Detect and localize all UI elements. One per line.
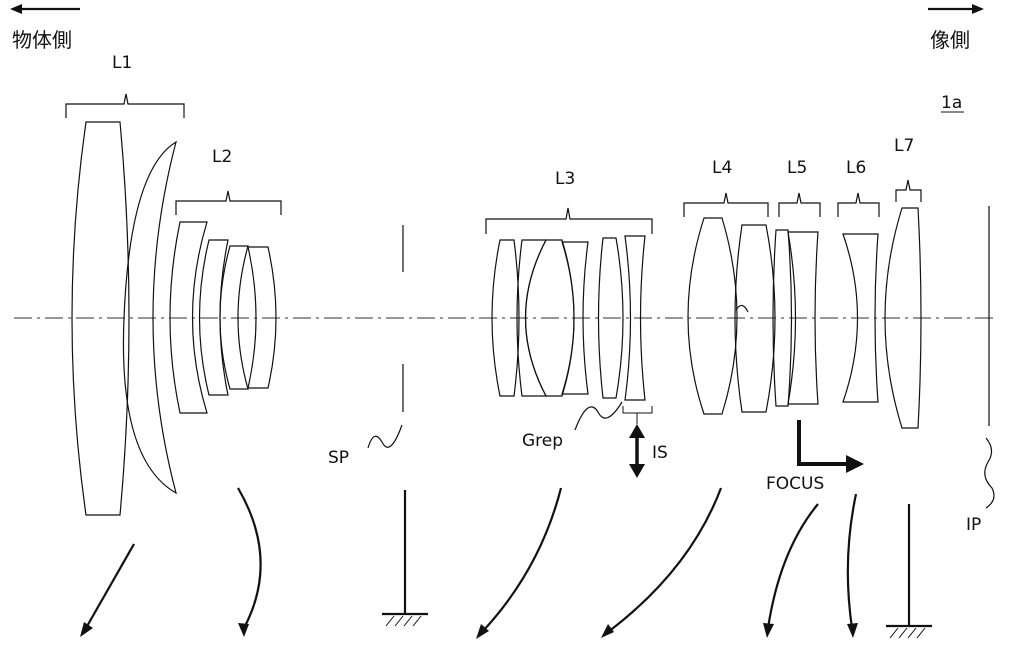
grep-label: Grep [522, 431, 563, 451]
lens-group-L4 [687, 217, 776, 415]
lens-L7-element-1 [884, 207, 922, 429]
image-side-arrow [928, 4, 984, 14]
bracket-L4 [683, 192, 769, 217]
lens-group-L3 [491, 235, 646, 401]
object-side-arrow [10, 4, 80, 14]
sp-leader [367, 424, 403, 449]
lens-L3-element-4 [561, 241, 589, 395]
trajectory-L2 [237, 487, 262, 629]
lens-L1-element-1 [71, 121, 130, 516]
lens-group-L2 [169, 221, 277, 414]
object-side-label: 物体側 [12, 28, 72, 52]
lens-L6-element-1 [842, 233, 879, 403]
sp-label: SP [328, 448, 349, 468]
bracket-L7 [895, 179, 922, 202]
trajectory-L3 [481, 487, 563, 633]
ip-label: IP [966, 515, 981, 535]
fixed-ground-L7 [886, 504, 932, 639]
focus-arrow [797, 420, 864, 473]
bracket-L3 [485, 207, 653, 234]
lens-L2-element-3 [219, 245, 249, 390]
movement-trajectories [80, 487, 858, 639]
lens-L2-element-1 [169, 221, 208, 414]
lens-L2-element-2 [198, 239, 229, 396]
group-label-L2: L2 [212, 147, 232, 167]
group-label-L5: L5 [787, 158, 807, 178]
figure-id-label: 1a [941, 93, 962, 113]
bracket-L6 [837, 192, 880, 217]
group-label-L1: L1 [112, 53, 132, 73]
trajectory-L5 [766, 503, 819, 629]
image-side-label: 像側 [930, 28, 970, 52]
lens-group-L5 [772, 229, 819, 407]
trajectory-L4 [607, 487, 723, 633]
lens-L3-element-5 [597, 237, 624, 399]
lens-L4-element-1 [687, 217, 738, 415]
bracket-L5 [778, 192, 821, 217]
focus-label: FOCUS [766, 474, 824, 494]
lens-L5-element-1 [772, 229, 793, 407]
trajectory-L1 [85, 543, 135, 629]
bracket-L2 [175, 190, 282, 215]
group-label-L7: L7 [894, 136, 914, 156]
lens-group-L6 [842, 233, 879, 403]
is-label: IS [652, 443, 668, 463]
fixed-ground-stop [382, 490, 428, 627]
lens-L4-element-2 [734, 224, 776, 413]
is-arrow [629, 424, 645, 478]
group-label-L6: L6 [846, 158, 866, 178]
lens-group-L7 [884, 207, 922, 429]
is-bracket [622, 406, 653, 414]
group-label-L4: L4 [712, 158, 732, 178]
bracket-L1 [65, 93, 185, 118]
lens-group-L1 [71, 121, 177, 516]
grep-leader [574, 401, 623, 431]
lens-L2-element-4 [247, 246, 277, 389]
group-label-L3: L3 [555, 169, 575, 189]
lens-L1-element-2 [122, 140, 177, 495]
ip-leader [984, 437, 995, 509]
lens-L5-element-2 [787, 231, 819, 405]
lens-L3-element-6 [624, 235, 646, 401]
trajectory-L6 [846, 493, 858, 629]
